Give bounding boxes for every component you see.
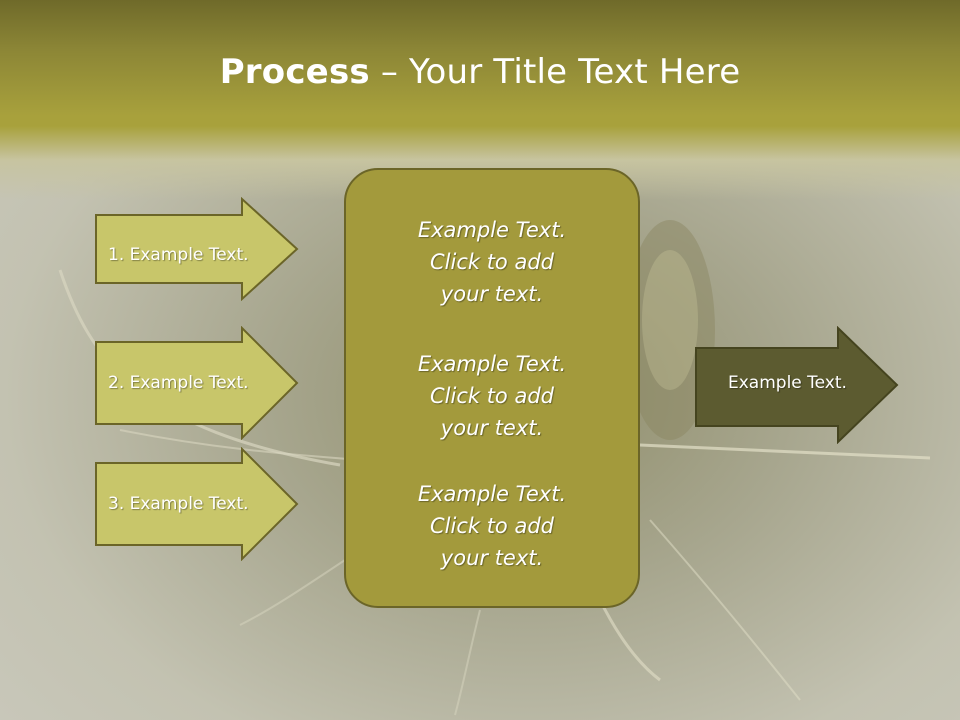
center-line: Click to add: [429, 250, 554, 274]
center-line: Example Text.: [417, 218, 567, 242]
left-arrow-2[interactable]: [94, 326, 300, 440]
center-text-box[interactable]: Example Text. Click to add your text. Ex…: [344, 168, 640, 608]
left-arrow-3[interactable]: [94, 447, 300, 561]
left-arrow-2-label: 2. Example Text.: [108, 373, 249, 393]
left-arrow-1-label: 1. Example Text.: [108, 245, 249, 265]
center-line: Click to add: [429, 384, 554, 408]
center-paragraph-2: Example Text. Click to add your text.: [346, 348, 638, 444]
center-paragraph-3: Example Text. Click to add your text.: [346, 478, 638, 574]
center-line: Example Text.: [417, 482, 567, 506]
right-arrow-label: Example Text.: [728, 373, 847, 393]
right-arrow[interactable]: [694, 326, 900, 444]
center-line: Example Text.: [417, 352, 567, 376]
title-bold: Process: [219, 52, 370, 92]
center-line: your text.: [440, 282, 544, 306]
left-arrow-1[interactable]: [94, 197, 300, 301]
title-rest: – Your Title Text Here: [369, 52, 741, 92]
center-paragraph-1: Example Text. Click to add your text.: [346, 214, 638, 310]
title-bar: [0, 0, 960, 200]
center-line: your text.: [440, 546, 544, 570]
center-line: Click to add: [429, 514, 554, 538]
left-arrow-3-label: 3. Example Text.: [108, 494, 249, 514]
slide-title[interactable]: Process – Your Title Text Here: [0, 52, 960, 92]
center-line: your text.: [440, 416, 544, 440]
